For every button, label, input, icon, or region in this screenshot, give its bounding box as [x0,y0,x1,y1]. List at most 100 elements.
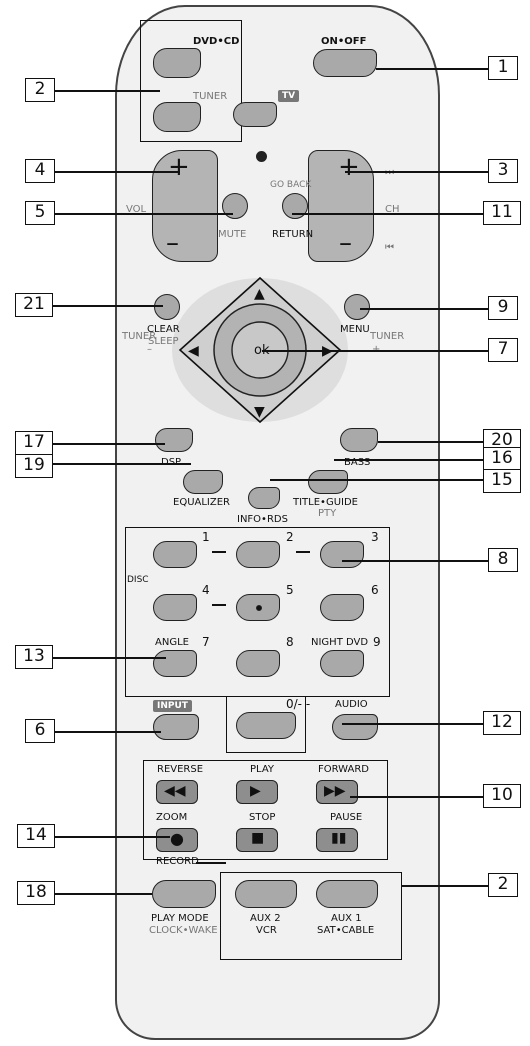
leader-21 [53,305,163,307]
leader-10 [350,796,488,798]
tv-button[interactable] [233,102,277,127]
key-9-button[interactable] [320,650,364,677]
leader-20 [378,441,488,443]
source-group-box [140,20,242,142]
channel-rocker[interactable] [308,150,374,262]
return-label: RETURN [272,229,314,240]
key-6-label: 6 [371,583,379,597]
sat-cable-label: SAT•CABLE [317,925,375,936]
leader-6 [53,731,161,733]
key-1-label: 1 [202,530,210,544]
aux1-label: AUX 1 [331,913,362,924]
leader-12 [342,723,488,725]
dash-2-3 [296,551,310,553]
callout-15: 15 [483,469,521,493]
key-0-button[interactable] [236,712,296,739]
callout-9: 9 [488,296,518,320]
stop-button[interactable] [236,828,278,852]
title-guide-button[interactable] [308,470,348,494]
key-8-button[interactable] [236,650,280,677]
leader-3 [345,171,488,173]
nav-pad[interactable] [165,270,355,430]
fast-forward-icon: ▶▶ [324,783,346,799]
pause-icon: ▮▮ [331,830,347,846]
equalizer-button[interactable] [183,470,223,494]
tuner-button[interactable] [153,102,201,132]
down-arrow-icon[interactable]: ▼ [254,404,265,420]
leader-18 [55,893,152,895]
play-mode-button[interactable] [152,880,216,908]
bass-label: BASS [344,457,371,468]
play-button[interactable] [236,780,278,804]
next-icon: ⏭ [385,167,394,178]
up-arrow-icon[interactable]: ▲ [254,286,265,302]
leader-2 [55,90,160,92]
key-5-label: 5 [286,583,294,597]
key-4-button[interactable] [153,594,197,621]
pty-label: PTY [318,508,337,519]
leader-8 [342,560,488,562]
forward-button[interactable] [316,780,358,804]
tuner-right-label: TUNER [370,331,405,342]
menu-button[interactable] [344,294,370,320]
angle-label: ANGLE [155,637,189,648]
ok-label: ok [254,343,270,358]
callout-17: 17 [15,431,53,455]
callout-11: 11 [483,201,521,225]
volume-rocker[interactable] [152,150,218,262]
bass-button[interactable] [340,428,378,452]
info-rds-button[interactable] [248,487,280,509]
key-3-button[interactable] [320,541,364,568]
rewind-icon: ◀◀ [164,783,186,799]
record-icon: ● [170,829,184,848]
key-7-button[interactable] [153,650,197,677]
dvd-cd-button[interactable] [153,48,201,78]
clear-button[interactable] [154,294,180,320]
key-2-button[interactable] [236,541,280,568]
record-label: RECORD [156,856,199,867]
audio-label: AUDIO [335,699,368,710]
leader-17 [53,443,165,445]
aux1-button[interactable] [316,880,378,908]
callout-16: 16 [483,447,521,471]
on-off-label: ON•OFF [321,36,367,47]
record-button[interactable] [156,828,198,852]
vcr-label: VCR [256,925,277,936]
key-1-button[interactable] [153,541,197,568]
key-3-label: 3 [371,530,379,544]
callout-2: 2 [25,78,55,102]
key-8-label: 8 [286,635,294,649]
pause-button[interactable] [316,828,358,852]
key-6-button[interactable] [320,594,364,621]
audio-button[interactable] [332,714,378,740]
prev-icon: ⏮ [385,242,394,253]
reverse-button[interactable] [156,780,198,804]
menu-label: MENU [340,324,370,335]
callout-18: 18 [17,881,55,905]
aux-group-box [220,872,402,960]
leader-16 [334,459,488,461]
vol-label: VOL [126,204,147,215]
input-button[interactable] [153,714,199,740]
vol-plus-sign: + [168,152,190,182]
mute-label: MUTE [218,229,247,240]
callout-4: 4 [25,159,55,183]
aux2-button[interactable] [235,880,297,908]
callout-2b: 2 [488,873,518,897]
dash-1-2 [212,551,226,553]
tuner-label: TUNER [193,91,228,102]
leader-4 [55,171,180,173]
return-button[interactable] [282,193,308,219]
title-guide-label: TITLE•GUIDE [293,497,358,508]
tuner-right-plus: + [372,345,380,355]
callout-8: 8 [488,548,518,572]
mute-button[interactable] [222,193,248,219]
record-connector [196,862,226,864]
dsp-button[interactable] [155,428,193,452]
on-off-button[interactable] [313,49,377,77]
aux2-label: AUX 2 [250,913,281,924]
play-mode-label: PLAY MODE [151,913,209,924]
key-9-label: 9 [373,635,381,649]
dvd-cd-label: DVD•CD [193,36,240,47]
left-arrow-icon[interactable]: ◀ [188,343,199,359]
